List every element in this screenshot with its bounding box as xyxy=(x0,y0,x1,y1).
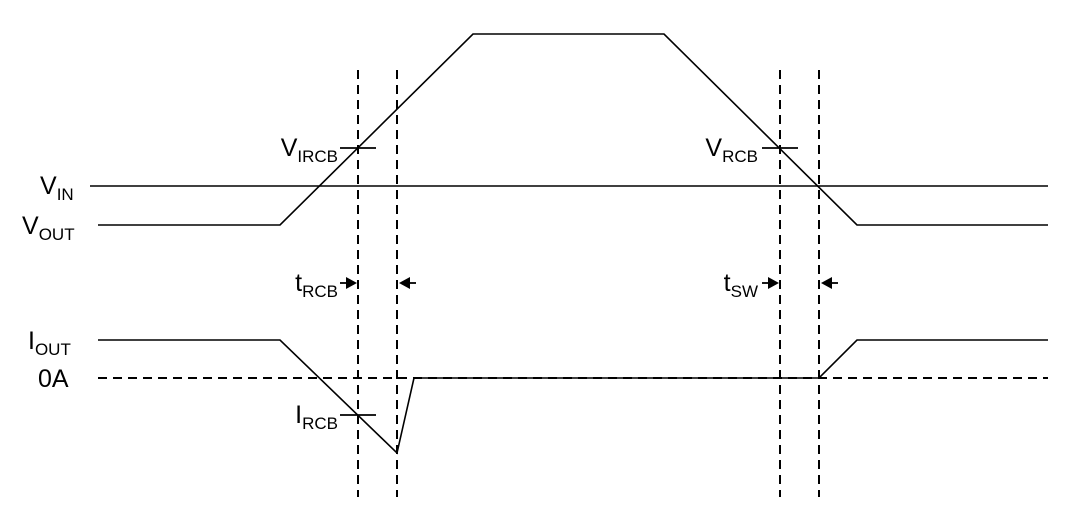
vout-trace xyxy=(98,33,1048,226)
vin-label: VIN xyxy=(40,172,74,204)
trcb-arrow-left-icon xyxy=(399,277,416,289)
trcb-arrow-right-icon xyxy=(340,277,357,289)
tsw-label: tSW xyxy=(724,269,758,301)
trcb-label: tRCB xyxy=(295,269,338,301)
iout-label: IOUT xyxy=(28,327,71,359)
iout-trace xyxy=(98,339,1048,455)
zero-current-label: 0A xyxy=(38,365,69,393)
vrcb-label: VRCB xyxy=(705,134,758,166)
vout-label: VOUT xyxy=(22,212,75,244)
ircb-label: IRCB xyxy=(295,401,338,433)
tsw-arrow-left-icon xyxy=(821,277,838,289)
tsw-arrow-right-icon xyxy=(762,277,779,289)
virch-label: VIRCB xyxy=(281,134,338,166)
